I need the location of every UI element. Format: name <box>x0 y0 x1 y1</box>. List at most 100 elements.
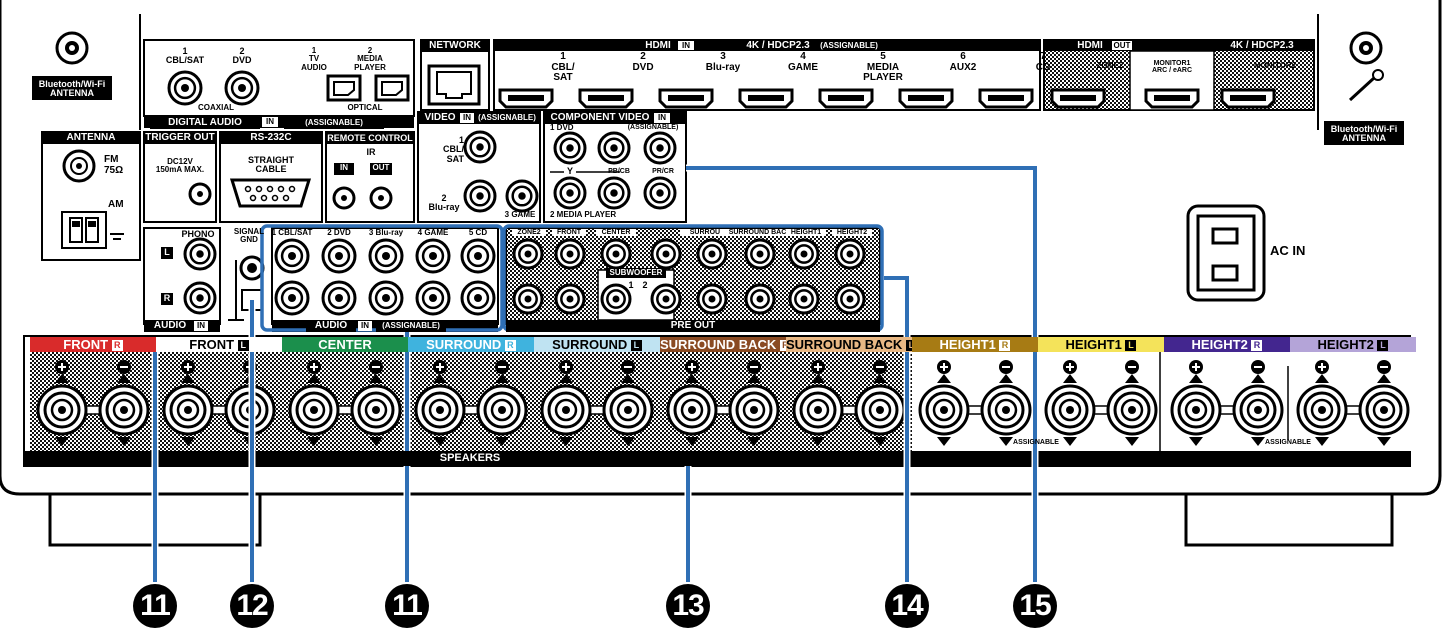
component-y-label: Y <box>564 166 576 177</box>
pre-out-label: SURROUND <box>680 229 740 237</box>
video-in-2-jack <box>463 179 497 213</box>
speakers-footer: SPEAKERS <box>400 451 540 466</box>
digital-coax-2-label: 2 DVD <box>232 46 252 66</box>
speaker-side-badge: L <box>905 340 917 351</box>
digital-audio-in-badge: IN <box>262 117 278 127</box>
component-jack <box>643 131 677 165</box>
pre-out-label: CENTER <box>596 229 636 237</box>
audio-in-assignable: (ASSIGNABLE) <box>376 320 446 332</box>
callout-number: 13 <box>666 584 710 628</box>
optical-label: OPTICAL <box>347 103 383 112</box>
component-jack <box>597 176 631 210</box>
audio-in-l-jack <box>460 238 496 274</box>
pre-out-upper-jack <box>650 238 682 270</box>
phono-footer: AUDIO <box>148 320 192 332</box>
hdmi-in-port-label: 6 AUX2 <box>949 51 977 73</box>
phono-label: PHONO <box>181 229 215 239</box>
speaker-side-badge: R <box>111 340 123 351</box>
pre-out-lower-jack <box>788 283 820 315</box>
callout-leader-line <box>686 166 1037 582</box>
pre-out-label: HEIGHT1 <box>786 229 826 237</box>
pre-out-upper-jack <box>696 238 728 270</box>
remote-ir-label: IR <box>366 147 376 157</box>
phono-r-jack <box>183 281 217 315</box>
pre-out-lower-jack <box>834 283 866 315</box>
digital-audio-assignable: (ASSIGNABLE) <box>284 116 384 129</box>
speaker-channel-label: HEIGHT1 L <box>1038 337 1164 352</box>
bt-antenna-right-label: Bluetooth/Wi-Fi ANTENNA <box>1324 125 1404 143</box>
network-header: NETWORK <box>421 40 489 52</box>
speaker-side-badge: L <box>237 340 249 351</box>
phono-r-label: R <box>163 293 171 303</box>
hdmi-in-badge: IN <box>678 41 694 50</box>
callout-number: 12 <box>230 584 274 628</box>
coax-1-jack <box>167 70 203 106</box>
hdmi-in-port-label: 5 MEDIA PLAYER <box>863 51 903 83</box>
remote-in-label: IN <box>340 163 348 172</box>
assignable-height2: ASSIGNABLE <box>1265 439 1311 446</box>
audio-in-label: 4 GAME <box>417 228 449 237</box>
coaxial-label: COAXIAL <box>198 103 234 112</box>
speaker-channel-label: HEIGHT2 R <box>1164 337 1290 352</box>
am-terminal <box>61 211 124 249</box>
audio-in-l-jack <box>274 238 310 274</box>
audio-in-r-jack <box>368 280 404 316</box>
pre-out-lower-jack <box>744 283 776 315</box>
component-in-badge: IN <box>654 113 670 123</box>
video-in-3-label: 3 GAME <box>504 210 536 219</box>
ac-in-label: AC IN <box>1270 243 1306 258</box>
component-jack <box>553 176 587 210</box>
remote-out-label: OUT <box>372 163 390 172</box>
pre-out-upper-jack <box>788 238 820 270</box>
phono-in-badge: IN <box>194 321 208 331</box>
digital-audio-header: DIGITAL AUDIO <box>150 116 260 129</box>
pre-out-lower-jack <box>512 283 544 315</box>
digital-opt-2-label: 2 MEDIA PLAYER <box>354 46 386 72</box>
pre-out-lower-jack <box>696 283 728 315</box>
phono-l-label: L <box>164 247 170 257</box>
optical-jack <box>374 74 410 102</box>
audio-in-l-jack <box>321 238 357 274</box>
speaker-side-badge: L <box>630 340 642 351</box>
component-jack <box>597 131 631 165</box>
hdmi-out-header: HDMI <box>1070 40 1110 51</box>
fm-label: FM 75Ω <box>104 154 124 176</box>
speaker-channel-label: SURROUND R <box>408 337 534 352</box>
video-in-1-label: 1 CBL/ SAT <box>443 135 464 164</box>
callout-number: 11 <box>385 584 429 628</box>
hdmi-in-header: HDMI <box>640 40 676 51</box>
component-pb-label: PB/CB <box>608 168 630 175</box>
remote-block <box>325 131 415 223</box>
component-in1-label: 1 DVD <box>550 123 574 132</box>
hdmi-in-assignable: (ASSIGNABLE) <box>814 40 884 51</box>
rs232c-label: STRAIGHT CABLE <box>248 155 294 175</box>
pre-out-lower-jack <box>600 283 632 315</box>
subwoofer-2-label: 2 <box>642 280 648 290</box>
callout-number: 14 <box>885 584 929 628</box>
assignable-height1: ASSIGNABLE <box>1013 439 1059 446</box>
audio-in-r-jack <box>460 280 496 316</box>
rs232c-header: RS-232C <box>220 132 322 144</box>
speaker-channel-label: FRONT L <box>156 337 282 352</box>
hdmi-in-port-label: 2 DVD <box>632 51 654 73</box>
callout-leader-line <box>884 276 909 582</box>
optical-jack <box>326 74 362 102</box>
video-in-3-jack <box>505 179 539 213</box>
trigger-spec: DC12V 150mA MAX. <box>155 157 205 175</box>
ac-inlet <box>1186 204 1266 302</box>
pre-out-upper-jack <box>744 238 776 270</box>
pre-out-upper-jack <box>600 238 632 270</box>
audio-in-label: 5 CD <box>468 228 488 237</box>
remote-header: REMOTE CONTROL <box>326 132 414 144</box>
trigger-block <box>143 131 217 223</box>
component-jack <box>643 176 677 210</box>
speaker-channel-label: HEIGHT1 R <box>912 337 1038 352</box>
video-in-1-jack <box>463 130 497 164</box>
pre-out-upper-jack <box>512 238 544 270</box>
audio-in-label: 3 Blu-ray <box>368 228 404 237</box>
pre-out-label: SURROUND BACK <box>720 229 800 237</box>
callout-number: 15 <box>1013 584 1057 628</box>
component-in2-label: 2 MEDIA PLAYER <box>550 210 617 219</box>
video-in-2-label: 2 Blu-ray <box>428 193 460 213</box>
